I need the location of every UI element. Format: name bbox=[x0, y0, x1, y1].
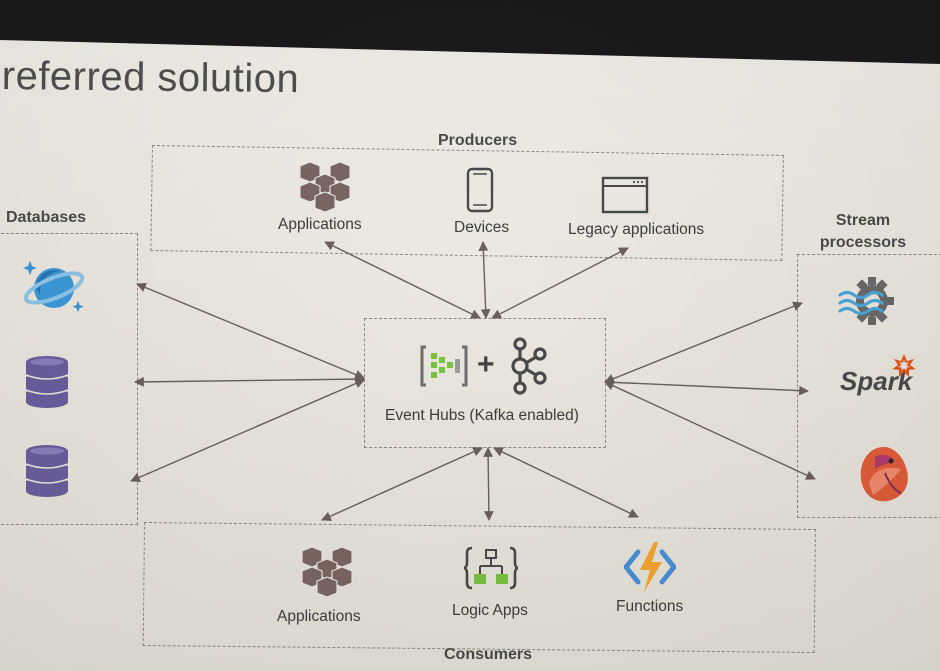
producers-heading: Producers bbox=[438, 132, 518, 149]
arrow-hub-apps bbox=[321, 447, 483, 521]
producer-devices-label: Devices bbox=[454, 219, 510, 236]
stream-analytics-icon bbox=[838, 277, 894, 325]
cube-cluster-icon bbox=[299, 161, 351, 213]
database-icon bbox=[25, 356, 69, 408]
arrow-legacy-hub bbox=[491, 247, 629, 319]
plus-sign: + bbox=[477, 348, 495, 381]
databases-heading: Databases bbox=[6, 209, 87, 226]
arrow-devices-hub bbox=[478, 241, 491, 319]
arrow-db1-hub bbox=[134, 374, 365, 387]
arrow-hub-logic bbox=[483, 447, 494, 521]
consumers-heading: Consumers bbox=[444, 646, 533, 663]
arrow-hub-flink bbox=[604, 381, 816, 480]
cube-cluster-icon bbox=[301, 546, 353, 598]
logic-apps-icon bbox=[464, 546, 518, 590]
flink-logo-icon bbox=[860, 447, 908, 502]
logic-apps-label: Logic Apps bbox=[452, 602, 528, 619]
database-icon bbox=[25, 445, 69, 497]
consumer-applications-label: Applications bbox=[277, 608, 361, 625]
cosmos-db-icon bbox=[23, 261, 85, 313]
azure-functions-icon bbox=[624, 542, 676, 592]
arrow-hub-asa bbox=[604, 301, 803, 384]
spark-logo-icon: Spark bbox=[840, 354, 916, 396]
stream-processors-heading: Stream processors bbox=[819, 212, 907, 251]
phone-icon bbox=[466, 167, 494, 213]
arrow-hub-functions bbox=[493, 447, 639, 518]
event-hubs-label: Event Hubs (Kafka enabled) bbox=[385, 407, 579, 424]
window-icon bbox=[601, 176, 649, 214]
event-hubs-icon bbox=[420, 345, 468, 387]
functions-label: Functions bbox=[616, 598, 684, 615]
arrow-cosmos-hub bbox=[136, 282, 365, 380]
kafka-icon bbox=[511, 337, 547, 395]
arrow-hub-spark bbox=[604, 377, 809, 396]
arrow-db2-hub bbox=[130, 379, 365, 482]
arrow-apps-hub bbox=[324, 241, 481, 319]
producer-legacy-label: Legacy applications bbox=[568, 221, 705, 238]
producer-applications-label: Applications bbox=[278, 216, 362, 233]
